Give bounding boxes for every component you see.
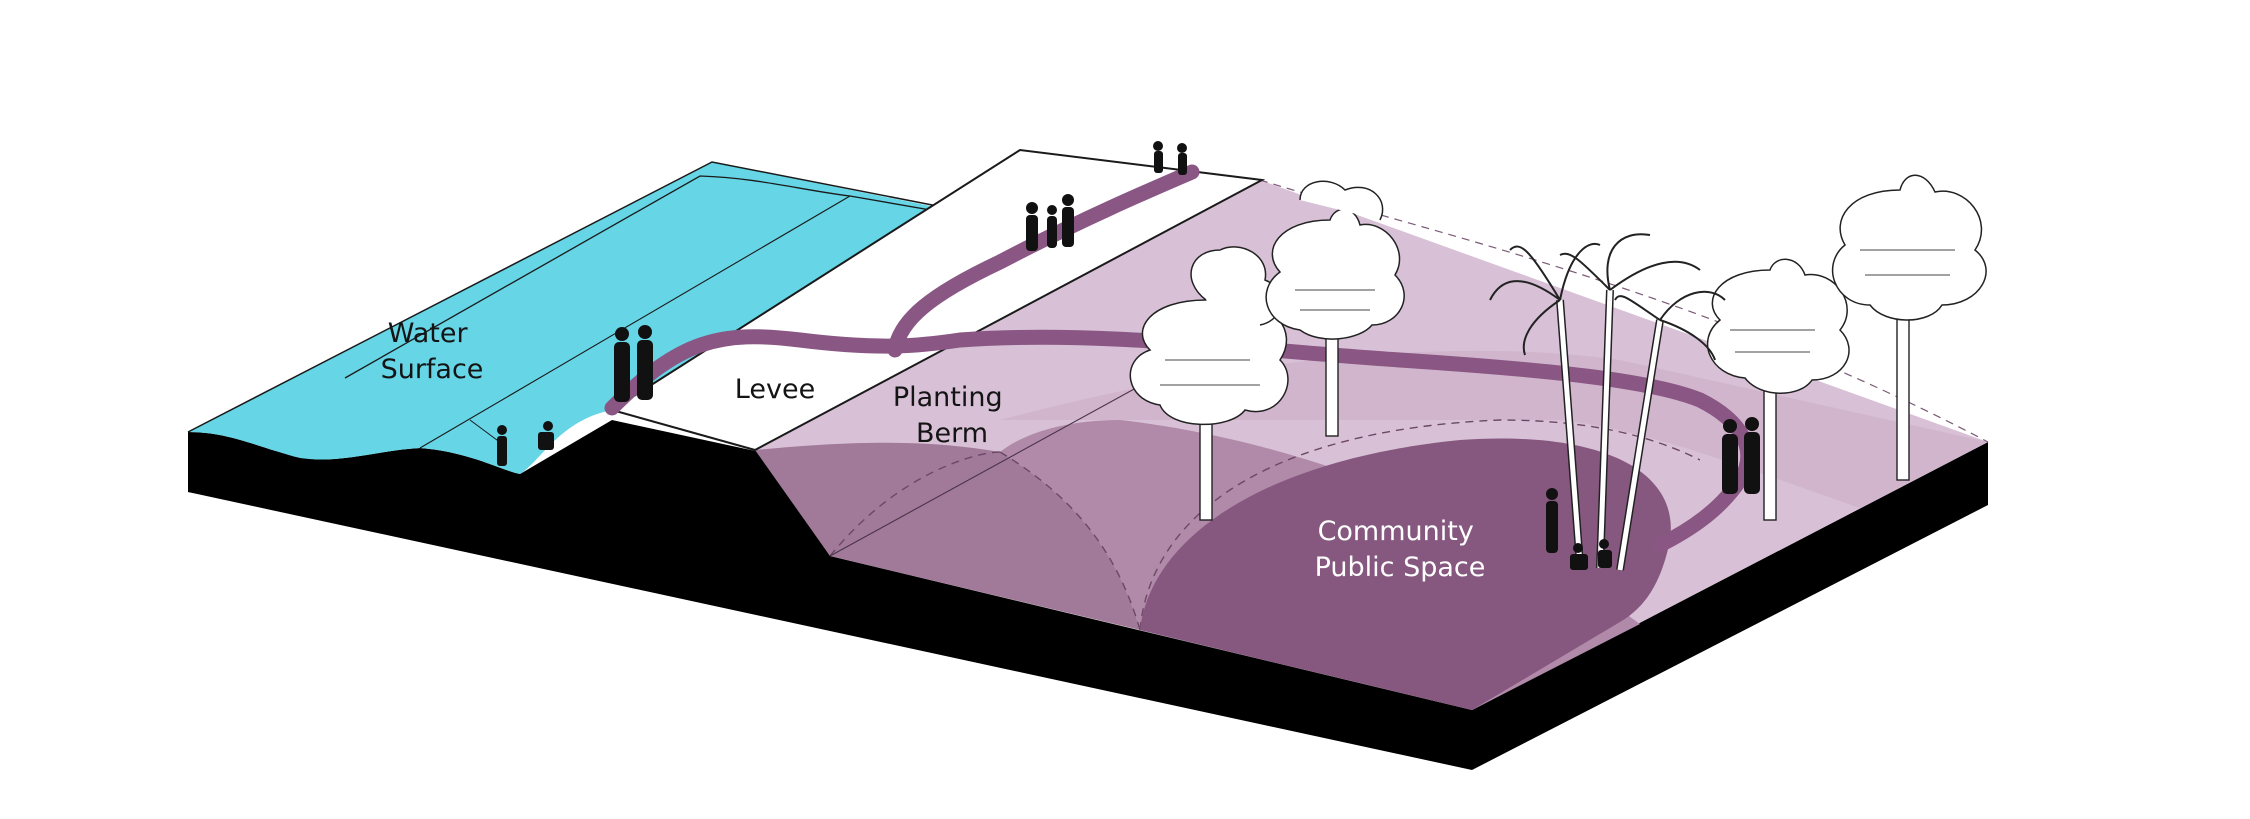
- tree-center: [1265, 180, 1405, 437]
- people-on-levee-top: [1153, 141, 1187, 175]
- people-pair-path: [1722, 417, 1760, 494]
- tree-right-1: [1706, 258, 1850, 521]
- people-sitting-community: [1570, 539, 1612, 570]
- palm-tree-cluster: [1489, 233, 1726, 571]
- label-water-surface: Water Surface: [381, 318, 484, 385]
- label-planting-berm: Planting Berm: [893, 382, 1011, 449]
- people-fishing: [497, 421, 554, 466]
- people-pair-waterfront: [614, 325, 653, 402]
- levee-path-branch: [887, 164, 1200, 358]
- label-community-public-space: Community Public Space: [1315, 516, 1486, 583]
- person-standing-community: [1546, 488, 1558, 553]
- water-surface-area: [187, 161, 970, 474]
- community-public-space-area: [1140, 438, 1671, 710]
- label-levee: Levee: [735, 374, 815, 405]
- tree-right-2: [1831, 174, 1987, 481]
- tree-left: [1129, 246, 1289, 521]
- people-group-levee: [1026, 194, 1074, 251]
- soil-section-block: [188, 420, 1988, 770]
